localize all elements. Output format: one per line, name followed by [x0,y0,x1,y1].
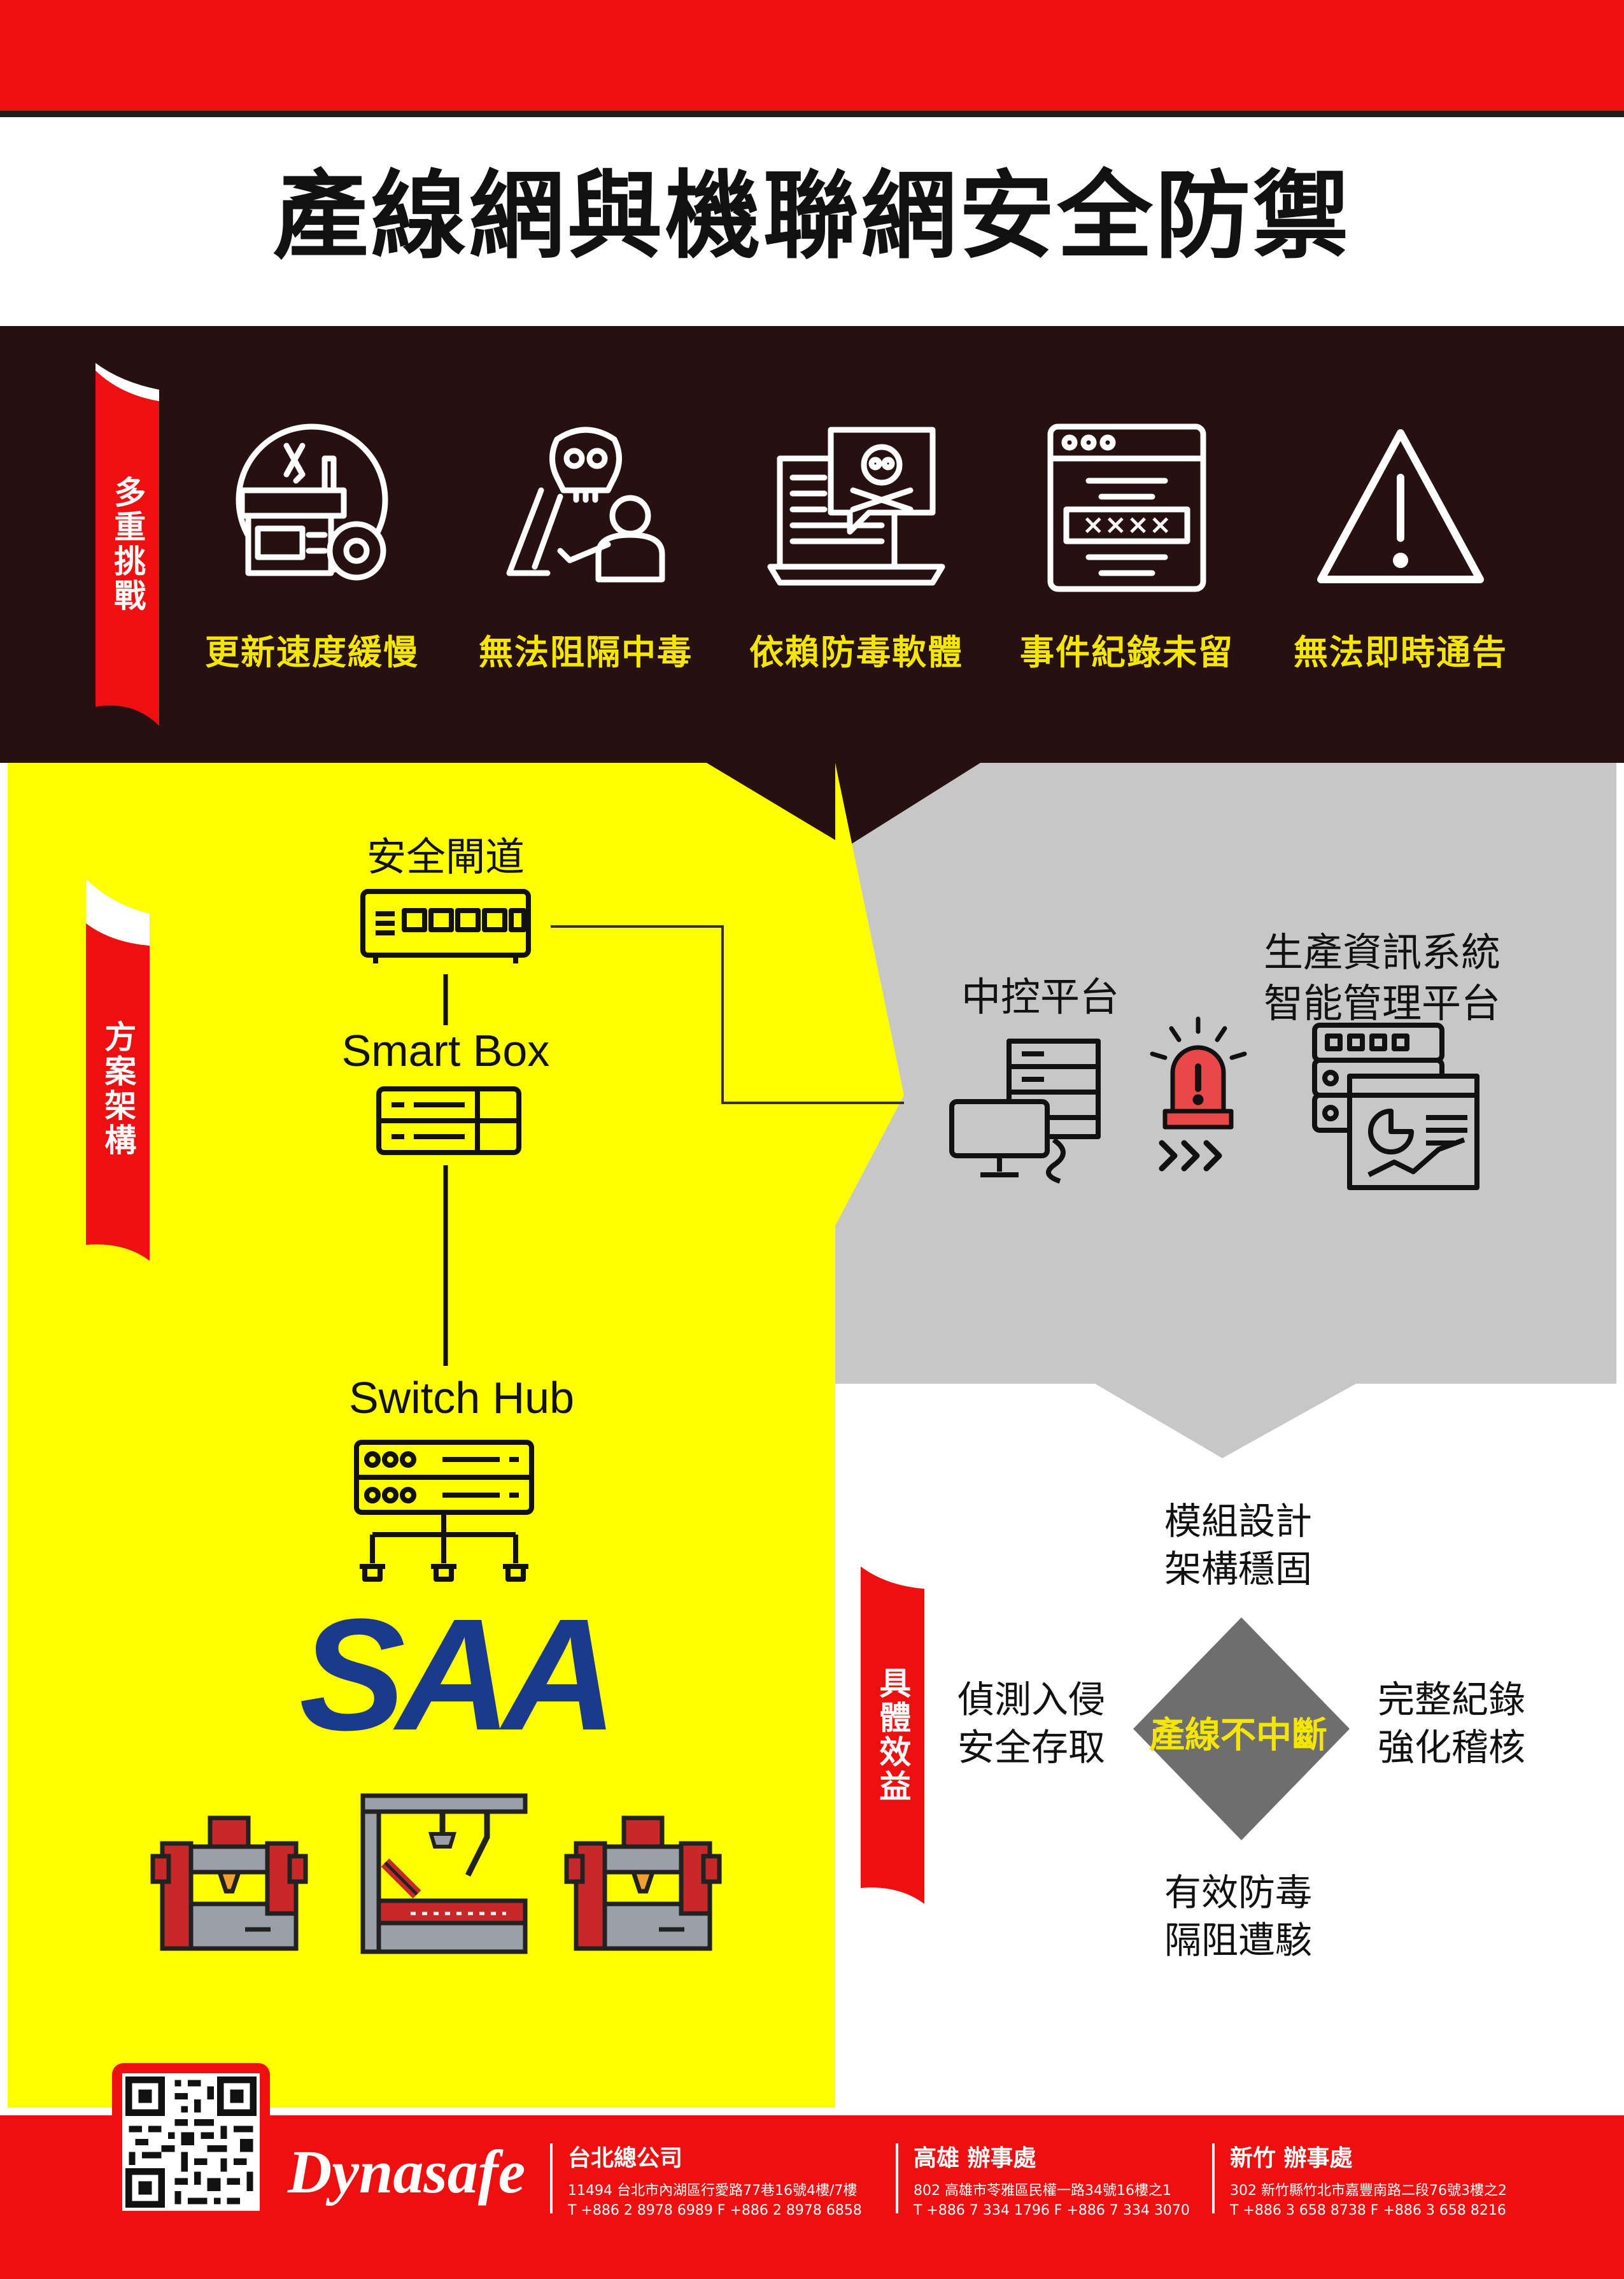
section-tab-challenges: 多重挑戰 [95,363,159,726]
gateway-label: 安全閘道 [366,834,525,880]
server-dashboard-icon [1312,1023,1479,1190]
office-name: 新竹 辦事處 [1230,2145,1353,2171]
robot-machine-icon [564,1815,722,1951]
office-divider [1212,2143,1215,2213]
challenge-item: ×××× 事件紀錄未留 [999,420,1254,674]
production-system-label-line1: 生產資訊系統 [1264,929,1501,976]
robot-arm-line-icon [360,1793,528,1954]
section-tab-solution: 方案架構 [86,879,150,1261]
switch-hub-icon [354,1440,534,1582]
skull-hacker-icon [506,427,665,583]
office-taipei: 台北總公司 11494 台北市內湖區行愛路77巷16號4樓/7樓 T +886 … [550,2140,862,2221]
office-hsinchu: 新竹 辦事處 302 新竹縣竹北市嘉豐南路二段76號3樓之2 T +886 3 … [1212,2140,1507,2221]
benefit-text: 強化稽核 [1377,1726,1525,1770]
benefit-text: 完整紀錄 [1377,1678,1525,1721]
challenge-item: 更新速度緩慢 [185,420,439,674]
switch-hub-label: Switch Hub [348,1373,575,1423]
benefit-top: 模組設計 架構穩固 [1111,1498,1366,1594]
qr-code[interactable] [122,2073,260,2211]
control-computer-icon [949,1039,1101,1184]
challenge-label: 更新速度緩慢 [205,632,419,672]
section-tab-label: 具體效益 [874,1666,912,1804]
svg-text:××××: ×××× [1082,509,1172,540]
section-tab-label: 方案架構 [99,1020,137,1158]
warning-icon [1317,429,1484,583]
saa-logo: SAA [299,1586,618,1763]
challenge-label: 無法即時通告 [1294,632,1507,672]
maintenance-gear-icon [236,423,388,581]
office-name: 高雄 辦事處 [914,2145,1036,2171]
benefit-right: 完整紀錄 強化稽核 [1337,1676,1566,1772]
section-tab-label: 多重挑戰 [109,476,146,613]
benefit-text: 模組設計 [1164,1500,1312,1543]
office-phone: T +886 3 658 8738 F +886 3 658 8216 [1230,2202,1506,2219]
central-control-label: 中控平台 [961,974,1120,1020]
office-address: 302 新竹縣竹北市嘉豐南路二段76號3樓之2 [1230,2183,1507,2199]
password-window-icon: ×××× [1047,423,1206,592]
office-divider [550,2143,553,2213]
benefit-text: 偵測入侵 [957,1678,1105,1721]
alarm-siren-icon [1150,1016,1247,1172]
office-phone: T +886 7 334 1796 F +886 7 334 3070 [914,2202,1190,2219]
gateway-router-icon [360,889,531,963]
qr-code-icon [125,2077,257,2208]
office-name: 台北總公司 [568,2145,683,2171]
top-divider-line [0,111,1624,117]
production-system-label-line2: 智能管理平台 [1264,980,1501,1026]
benefit-bottom: 有效防毒 隔阻遭駭 [1111,1869,1366,1965]
smart-box-label: Smart Box [341,1026,550,1076]
benefit-center-label: 產線不中斷 [1149,1715,1327,1756]
office-phone: T +886 2 8978 6989 F +886 2 8978 6858 [568,2202,862,2219]
footer-bar [0,2115,1624,2279]
benefit-text: 架構穩固 [1164,1547,1312,1591]
section-tab-benefits: 具體效益 [861,1496,924,1904]
office-address: 11494 台北市內湖區行愛路77巷16號4樓/7樓 [568,2183,858,2199]
challenge-item: 依賴防毒軟體 [729,420,984,674]
office-divider [896,2143,898,2213]
office-address: 802 高雄市苓雅區民權一路34號16樓之1 [914,2183,1171,2199]
challenge-label: 依賴防毒軟體 [749,632,963,672]
benefit-text: 隔阻遭駭 [1164,1919,1312,1963]
benefit-left: 偵測入侵 安全存取 [917,1676,1146,1772]
benefit-text: 有效防毒 [1164,1871,1312,1914]
page-title: 產線網與機聯網安全防禦 [272,161,1352,272]
office-kaohsiung: 高雄 辦事處 802 高雄市苓雅區民權一路34號16樓之1 T +886 7 3… [896,2140,1190,2221]
challenge-label: 事件紀錄未留 [1020,632,1234,672]
malware-screen-icon [767,427,945,586]
brand-logo: Dynasafe [288,2138,526,2206]
challenge-item: 無法即時通告 [1273,420,1528,674]
challenge-item: 無法阻隔中毒 [458,420,713,674]
robot-machine-icon [150,1815,308,1951]
challenge-label: 無法阻隔中毒 [479,632,693,672]
benefit-text: 安全存取 [957,1726,1105,1770]
smart-box-icon [376,1086,521,1155]
top-red-banner [0,0,1624,111]
